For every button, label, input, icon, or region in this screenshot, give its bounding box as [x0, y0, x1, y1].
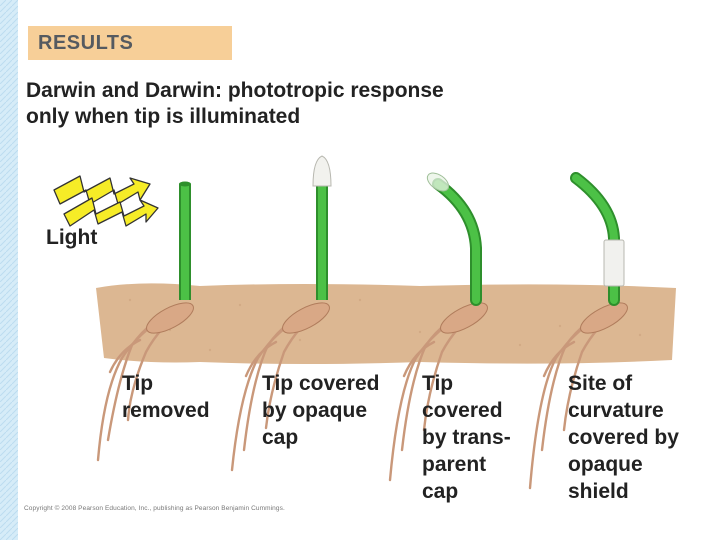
caption-line: Tip covered — [262, 370, 380, 397]
caption-line: cap — [262, 424, 380, 451]
heading-line-2: only when tip is illuminated — [26, 104, 546, 130]
caption-line: curvature — [568, 397, 679, 424]
caption-line: opaque — [568, 451, 679, 478]
coleoptile-transparent-cap — [424, 169, 476, 300]
caption-line: Site of — [568, 370, 679, 397]
caption-tip-removed: Tip removed — [122, 370, 210, 424]
caption-line: Tip — [422, 370, 511, 397]
caption-line: Tip — [122, 370, 210, 397]
caption-line: by trans- — [422, 424, 511, 451]
copyright-notice: Copyright © 2008 Pearson Education, Inc.… — [24, 505, 285, 512]
coleoptile-tip-removed — [179, 182, 191, 301]
coleoptile-opaque-shield — [576, 178, 624, 300]
caption-opaque-shield: Site of curvature covered by opaque shie… — [568, 370, 679, 505]
light-label: Light — [46, 226, 97, 250]
heading-line-1: Darwin and Darwin: phototropic response — [26, 78, 546, 104]
caption-transparent-cap: Tip covered by trans- parent cap — [422, 370, 511, 505]
caption-line: shield — [568, 478, 679, 505]
caption-line: covered — [422, 397, 511, 424]
caption-line: cap — [422, 478, 511, 505]
caption-line: covered by — [568, 424, 679, 451]
caption-line: parent — [422, 451, 511, 478]
caption-line: by opaque — [262, 397, 380, 424]
slide-heading: Darwin and Darwin: phototropic response … — [26, 78, 546, 130]
opaque-cap — [313, 156, 331, 186]
opaque-shield — [604, 240, 624, 286]
results-title: RESULTS — [38, 32, 133, 55]
caption-opaque-cap: Tip covered by opaque cap — [262, 370, 380, 451]
results-banner: RESULTS — [28, 26, 232, 60]
light-arrow-icon — [54, 176, 158, 226]
caption-line: removed — [122, 397, 210, 424]
coleoptile-opaque-cap — [313, 156, 331, 300]
